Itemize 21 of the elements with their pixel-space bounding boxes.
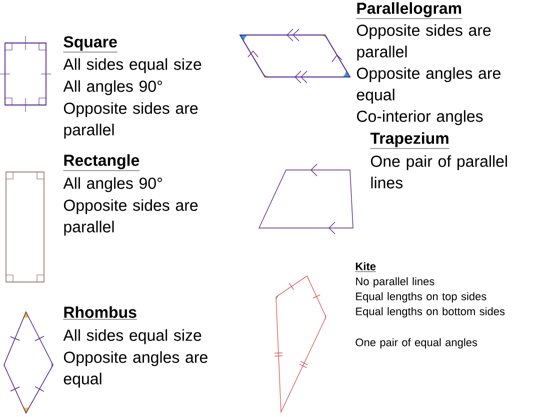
property-text: All sides equal size xyxy=(63,58,202,74)
shape-name: Square xyxy=(63,36,118,52)
property-text: All angles 90° xyxy=(63,80,162,96)
property-text: One pair of equal angles xyxy=(356,338,478,348)
property-text: Opposite sides are parallel xyxy=(356,24,491,61)
shape-name: Kite xyxy=(355,262,376,272)
property-text: All sides equal size xyxy=(63,329,202,344)
shape-name: Rhombus xyxy=(63,306,138,320)
property-text: Opposite angles are equal xyxy=(356,67,500,104)
property-text: Opposite sides are parallel xyxy=(64,102,198,139)
property-text: Equal lengths on top sides xyxy=(356,292,486,302)
property-text: All angles 90° xyxy=(63,177,162,192)
shape-name: Parallelogram xyxy=(356,2,462,19)
property-text: No parallel lines xyxy=(356,277,434,288)
property-text: Opposite sides are parallel xyxy=(64,199,198,236)
shape-name: Trapezium xyxy=(370,132,450,149)
property-text: One pair of parallel lines xyxy=(370,155,507,188)
shape-name: Rectangle xyxy=(63,154,140,171)
property-text: Opposite angles are equal xyxy=(64,351,208,388)
property-text: Co-interior angles xyxy=(357,110,483,126)
property-text: Equal lengths on bottom sides xyxy=(356,307,505,318)
